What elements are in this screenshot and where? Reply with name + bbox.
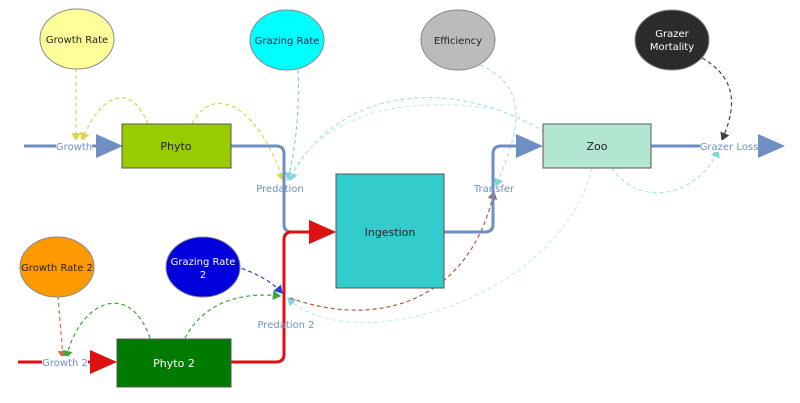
stock-phyto-label: Phyto [160, 140, 191, 153]
param-growth-rate2-label: Growth Rate 2 [21, 263, 93, 274]
param-grazer-mortality[interactable]: Grazer Mortality [634, 9, 710, 71]
link-phyto2-to-predation2 [184, 290, 282, 339]
flow-transfer-label[interactable]: Transfer [473, 184, 515, 195]
stock-zoo-label: Zoo [587, 140, 608, 153]
flow-grazer-loss-label[interactable]: Grazer Loss [700, 142, 759, 153]
stock-ingestion-label: Ingestion [365, 226, 416, 239]
link-growth-rate2-to-growth2 [57, 295, 68, 360]
link-phyto-to-predation [191, 103, 286, 182]
predation2-flow-pipe [231, 220, 336, 364]
link-phyto-to-growth [80, 97, 149, 142]
stock-zoo[interactable]: Zoo [542, 123, 652, 169]
link-ingestion-to-predation [289, 104, 501, 179]
param-growth-rate[interactable]: Growth Rate [39, 8, 115, 70]
flow-labels: Growth Predation Transfer Grazer Loss Gr… [42, 140, 758, 369]
link-grazing-rate2-to-predation2 [234, 265, 283, 294]
param-grazer-mortality-label-line1: Grazer [655, 29, 689, 40]
param-growth-rate-label: Growth Rate [46, 35, 108, 46]
param-grazing-rate2[interactable]: Grazing Rate 2 [165, 236, 241, 298]
link-zoo-to-predation2 [287, 167, 593, 324]
param-growth-rate2[interactable]: Growth Rate 2 [19, 236, 95, 298]
link-zoo-to-grazer-loss [611, 148, 720, 194]
param-grazing-rate-label: Grazing Rate [255, 36, 320, 47]
flow-predation2-label[interactable]: Predation 2 [257, 320, 314, 331]
param-grazing-rate2-label-line1: Grazing Rate [171, 257, 236, 268]
link-grazer-mortality-to-grazer-loss [701, 57, 733, 142]
param-grazing-rate[interactable]: Grazing Rate [249, 9, 325, 71]
stock-phyto[interactable]: Phyto [121, 123, 232, 169]
influence-links [57, 57, 733, 360]
stock-phyto2-label: Phyto 2 [153, 357, 195, 370]
transfer-flow-pipe [444, 134, 543, 234]
stock-phyto2[interactable]: Phyto 2 [116, 338, 232, 388]
flow-growth-label[interactable]: Growth [56, 142, 92, 153]
param-efficiency-label: Efficiency [434, 36, 482, 47]
param-efficiency[interactable]: Efficiency [420, 9, 496, 71]
link-zoo-to-predation [288, 96, 546, 182]
link-predation2-to-transfer [289, 190, 498, 311]
link-efficiency-to-transfer [479, 64, 517, 188]
param-grazer-mortality-label-line2: Mortality [650, 42, 694, 53]
flow-predation-label[interactable]: Predation [256, 184, 304, 195]
link-grazing-rate-to-predation [284, 69, 300, 182]
param-grazing-rate2-label-line2: 2 [200, 270, 206, 281]
stock-ingestion[interactable]: Ingestion [335, 173, 445, 289]
flow-growth2-label[interactable]: Growth 2 [42, 358, 88, 369]
